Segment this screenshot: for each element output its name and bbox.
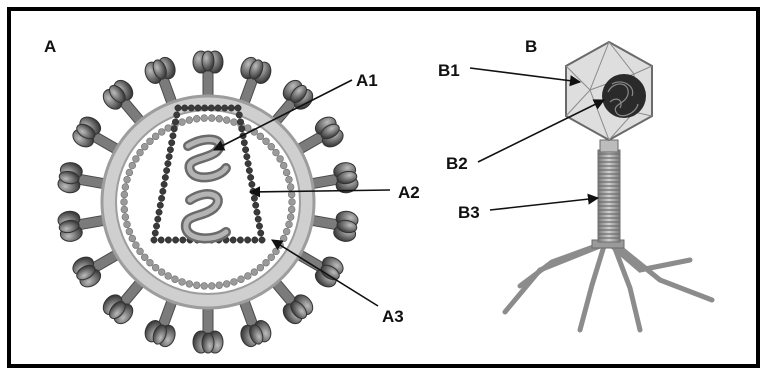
spike-glycoprotein: [193, 304, 223, 353]
panel-a-letter: A: [44, 38, 56, 55]
label-b2: B2: [446, 155, 468, 172]
genome-b2: [602, 74, 646, 118]
arrow-b2: [478, 100, 604, 162]
arrow-b3: [490, 198, 598, 210]
label-a1: A1: [356, 72, 378, 89]
label-a2: A2: [398, 184, 420, 201]
label-a3: A3: [382, 308, 404, 325]
tail-fibers: [505, 246, 712, 330]
panel-b-letter: B: [525, 38, 537, 55]
bacteriophage-b: [505, 42, 712, 330]
label-b3: B3: [458, 204, 480, 221]
spike-glycoprotein: [193, 51, 223, 100]
arrow-b1: [470, 68, 580, 82]
label-b1: B1: [438, 62, 460, 79]
tail-sheath-b3: [598, 150, 620, 242]
collar: [600, 140, 618, 152]
virus-a: [57, 51, 360, 353]
